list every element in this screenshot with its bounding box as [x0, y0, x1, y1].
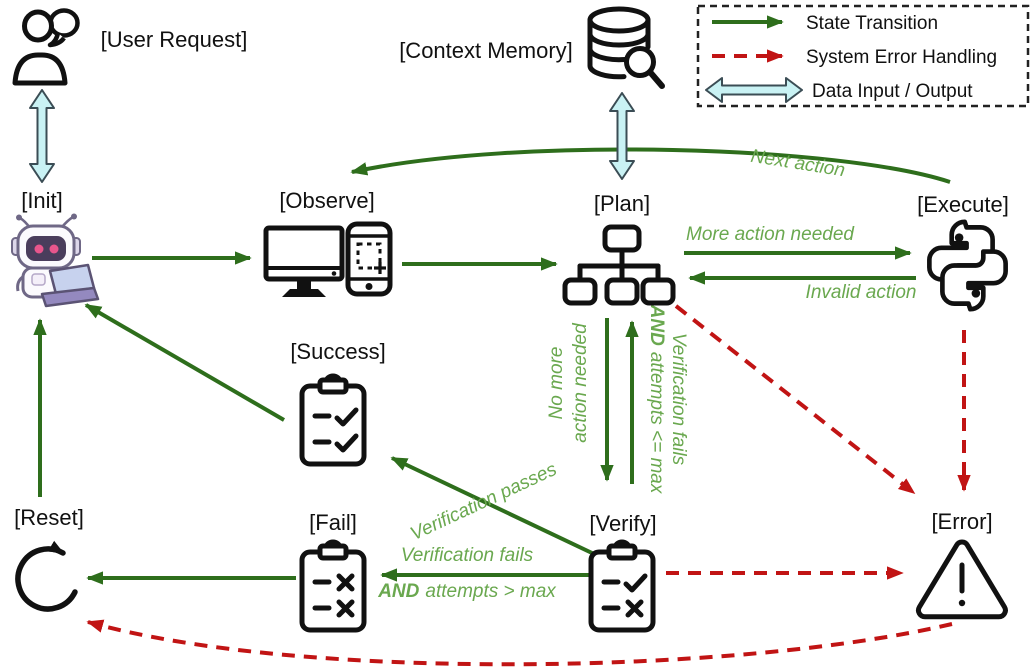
label-fail: [Fail] [309, 510, 357, 535]
monitor-icon [263, 225, 345, 297]
legend-data-io-arrow [705, 77, 803, 103]
observe-icon [263, 221, 393, 297]
verify-icon [588, 539, 656, 633]
edge-label-retry-1: Verification fails [668, 333, 689, 466]
arrow-plan-to-error [674, 304, 916, 495]
data-io-arrow-user-init [29, 89, 55, 183]
arrow-error-to-reset [86, 619, 953, 667]
legend-state-transition-label: State Transition [806, 13, 938, 34]
legend-error-handling-label: System Error Handling [806, 47, 997, 68]
edge-label-retry-rest: attempts <= max [646, 352, 667, 495]
error-handling-arrows [86, 304, 971, 667]
python-icon [929, 222, 1005, 309]
label-context-memory: [Context Memory] [399, 38, 573, 63]
label-execute: [Execute] [917, 192, 1009, 217]
context-memory-icon [587, 6, 665, 89]
edge-label-no-more-1: No more [546, 347, 567, 420]
edge-label-verification-fails: Verification fails [401, 545, 534, 566]
edge-label-verification-passes: Verification passes [407, 459, 560, 545]
user-request-icon [12, 8, 80, 86]
edge-label-fails-and: AND [377, 581, 419, 602]
label-error: [Error] [931, 509, 992, 534]
success-icon [299, 373, 367, 467]
robot-icon [11, 213, 100, 308]
legend-data-io-label: Data Input / Output [812, 81, 973, 102]
edge-label-next-action: Next action [749, 146, 846, 182]
label-verify: [Verify] [589, 511, 656, 536]
arrow-execute-to-observe [350, 147, 951, 184]
legend: State Transition System Error Handling D… [696, 4, 1030, 108]
edge-label-invalid-action: Invalid action [806, 282, 917, 303]
data-io-arrow-memory-plan [609, 92, 635, 180]
label-reset: [Reset] [14, 505, 84, 530]
label-user-request: [User Request] [101, 27, 248, 52]
edge-label-no-more-2: action needed [570, 322, 591, 443]
label-init: [Init] [21, 188, 63, 213]
error-icon [916, 539, 1008, 620]
edge-label-fails-rest: attempts > max [425, 581, 557, 602]
state-transition-arrows [33, 147, 951, 585]
label-observe: [Observe] [279, 188, 374, 213]
label-plan: [Plan] [594, 191, 650, 216]
reset-icon [15, 540, 78, 612]
edge-label-retry-2: AND attempts <= max [646, 304, 667, 495]
arrow-success-to-init [84, 303, 286, 422]
label-success: [Success] [290, 339, 385, 364]
edge-label-attempts-max: AND attempts > max [377, 581, 557, 602]
edge-label-more-action: More action needed [686, 224, 855, 245]
plan-icon [562, 224, 676, 306]
edge-label-retry-and: AND [646, 304, 667, 346]
node-labels: [User Request] [Context Memory] [Init] [… [14, 27, 1009, 536]
phone-icon [345, 221, 393, 297]
fail-icon [299, 539, 367, 633]
